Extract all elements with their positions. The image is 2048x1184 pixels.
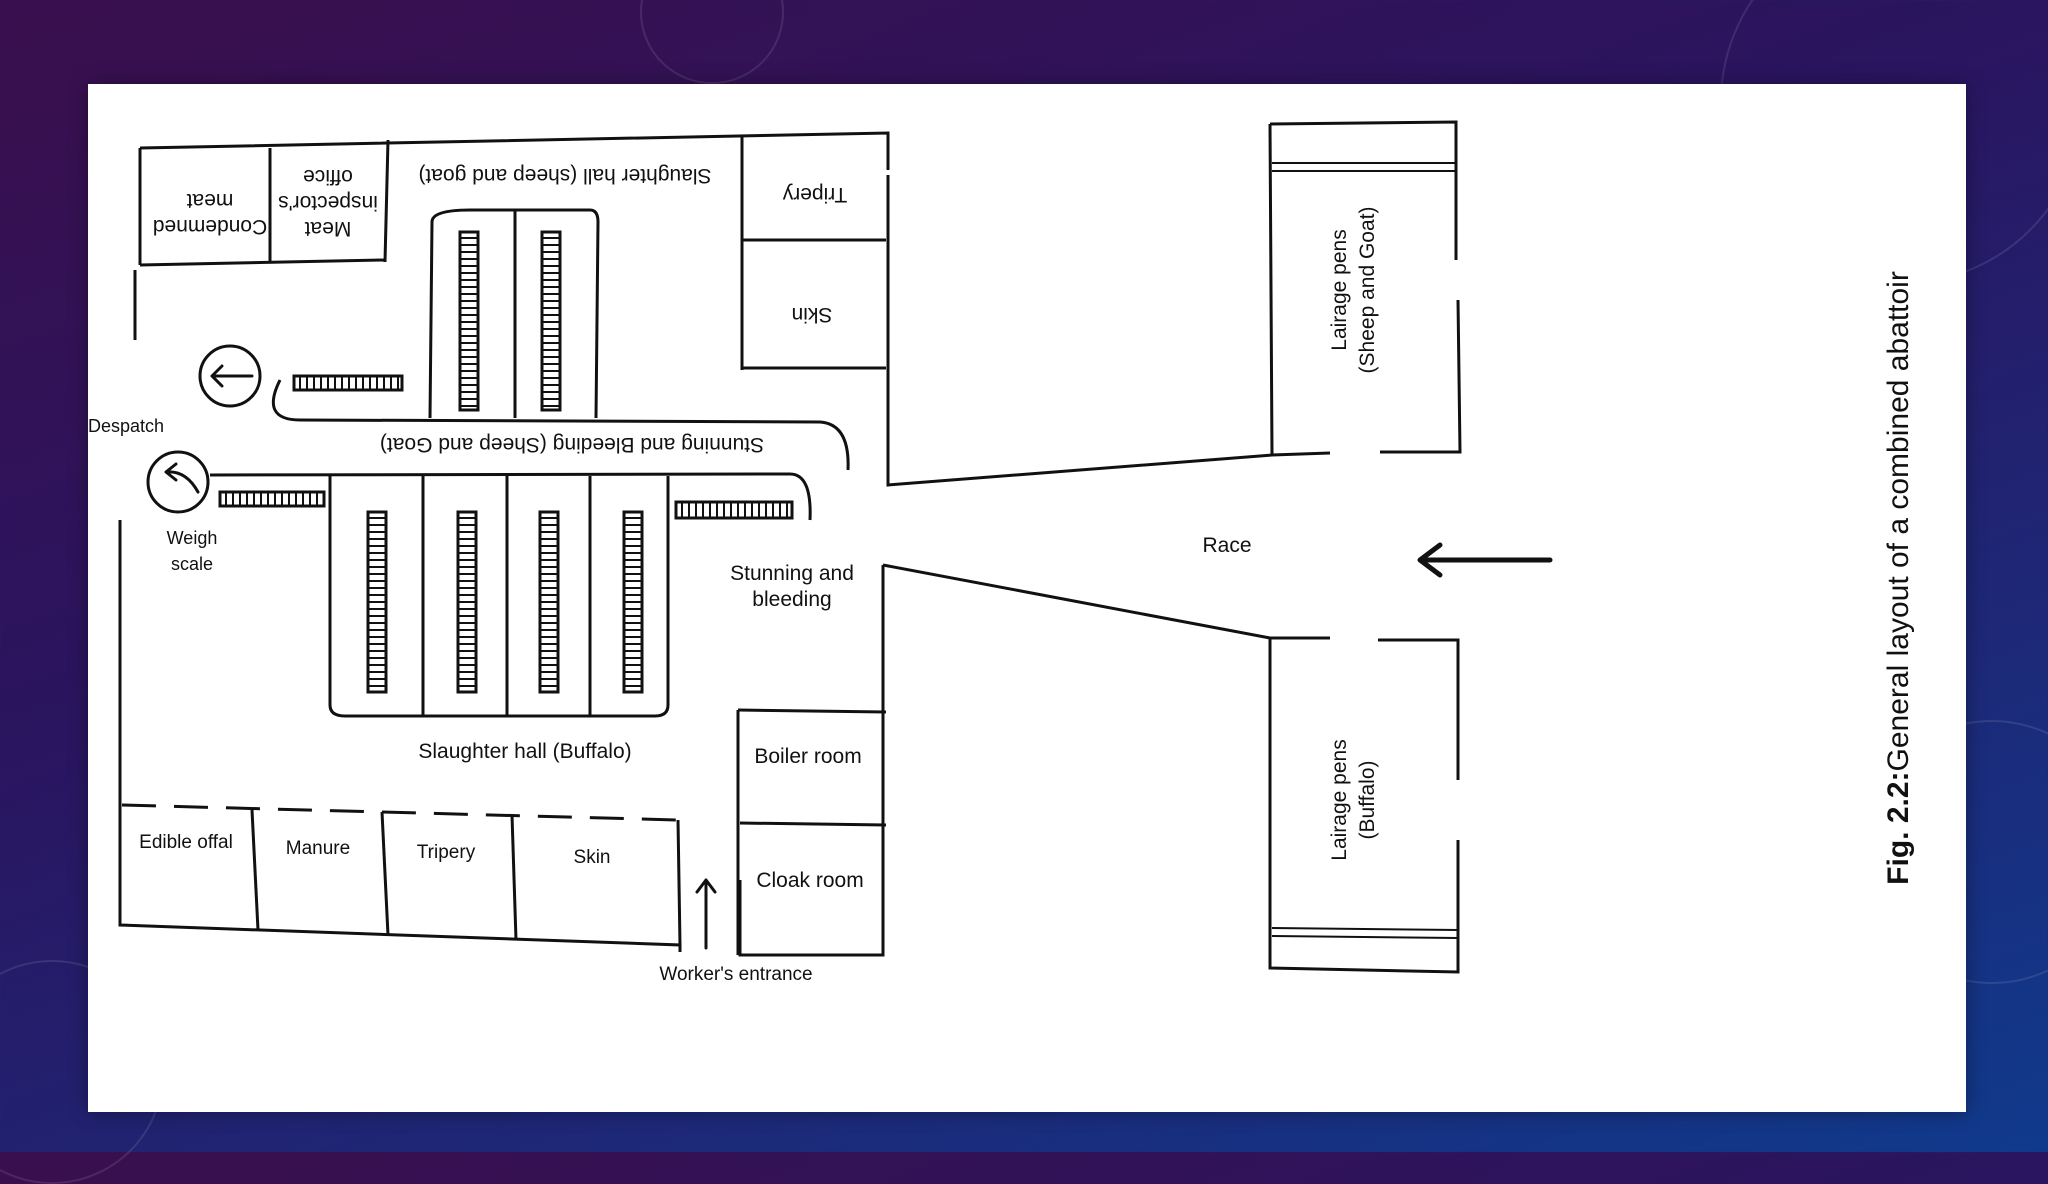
label-cloak-room: Cloak room xyxy=(756,869,863,892)
lairage-pen-sheep xyxy=(1271,451,1331,457)
sheep-slaughter-line xyxy=(428,208,600,419)
label-despatch: Despatch xyxy=(88,416,164,436)
figure-caption-number: Fig. 2.2: xyxy=(1882,771,1915,884)
room-divider xyxy=(737,708,887,714)
buffalo-conveyor xyxy=(209,472,812,521)
label-tripery-bottom: Tripery xyxy=(417,842,476,863)
label-meat-inspectors-office: inspector's xyxy=(278,191,378,214)
label-lairage-pens-sheep: Lairage pens xyxy=(1328,229,1351,350)
room-divider xyxy=(676,819,682,946)
label-slaughter-hall-sheep: Slaughter hall (sheep and goat) xyxy=(418,164,711,187)
abattoir-layout-diagram: Condemned meat Meat inspector's office S… xyxy=(88,120,1915,985)
label-manure: Manure xyxy=(286,838,350,859)
room-divider xyxy=(380,811,390,936)
label-stunning-sheep: Stunning and Bleeding (Sheep and Goat) xyxy=(380,433,764,456)
slide-panel xyxy=(88,84,1966,1112)
despatch-turn-circle xyxy=(198,344,262,408)
label-lairage-pens-sheep: (Sheep and Goat) xyxy=(1356,207,1379,374)
room-divider xyxy=(250,809,260,931)
weigh-arrow-icon xyxy=(164,462,200,494)
label-condemned-meat: meat xyxy=(186,189,233,212)
label-condemned-meat: Condemned xyxy=(153,215,267,238)
lairage-pen-sheep xyxy=(1268,123,1274,456)
label-stunning-buffalo: bleeding xyxy=(752,588,831,611)
label-weigh-scale: Weigh xyxy=(167,528,218,548)
figure-caption-text: General layout of a combined abattoir xyxy=(1882,271,1915,771)
room-divider xyxy=(739,821,887,827)
room-divider xyxy=(121,803,679,822)
label-weigh-scale: scale xyxy=(171,554,213,574)
wall xyxy=(738,565,885,957)
race-arrow-icon xyxy=(1417,542,1553,578)
label-meat-inspectors-office: Meat xyxy=(304,217,351,240)
label-edible-offal: Edible offal xyxy=(139,832,233,853)
pen-rail xyxy=(1271,927,1459,931)
room-divider xyxy=(383,139,390,263)
label-skin-bottom: Skin xyxy=(574,847,611,868)
despatch-arrow-icon xyxy=(210,364,254,388)
figure-caption: Fig. 2.2:General layout of a combined ab… xyxy=(1882,271,1915,885)
lairage-pen-buffalo xyxy=(1378,638,1460,780)
label-tripery-top: Tripery xyxy=(782,183,847,206)
wall xyxy=(118,520,682,952)
label-meat-inspectors-office: office xyxy=(303,165,353,188)
label-slaughter-hall-buffalo: Slaughter hall (Buffalo) xyxy=(418,740,631,763)
label-workers-entrance: Worker's entrance xyxy=(659,964,812,985)
label-race: Race xyxy=(1202,534,1251,557)
buffalo-slaughter-line xyxy=(328,476,670,718)
label-lairage-pens-buffalo: Lairage pens xyxy=(1328,739,1351,860)
room-divider xyxy=(510,814,518,941)
label-lairage-pens-buffalo: (Buffalo) xyxy=(1356,761,1379,840)
pen-rail xyxy=(1271,935,1459,939)
lairage-pen-sheep xyxy=(1380,299,1462,454)
lairage-pen-sheep xyxy=(1269,120,1458,260)
hook-rail-rungs xyxy=(225,237,788,687)
wall xyxy=(886,175,1273,487)
hook-rail xyxy=(218,490,326,508)
weigh-scale-circle xyxy=(146,450,210,514)
room-divider xyxy=(139,258,386,267)
label-stunning-buffalo: Stunning and xyxy=(730,562,854,585)
hook-rail xyxy=(674,500,794,520)
wall xyxy=(882,563,1271,640)
sheep-conveyor xyxy=(271,379,850,471)
workers-entrance-arrow-icon xyxy=(695,878,717,950)
lairage-pen-buffalo xyxy=(1268,638,1460,974)
label-boiler-room: Boiler room xyxy=(754,745,861,768)
label-skin-top: Skin xyxy=(792,303,833,326)
